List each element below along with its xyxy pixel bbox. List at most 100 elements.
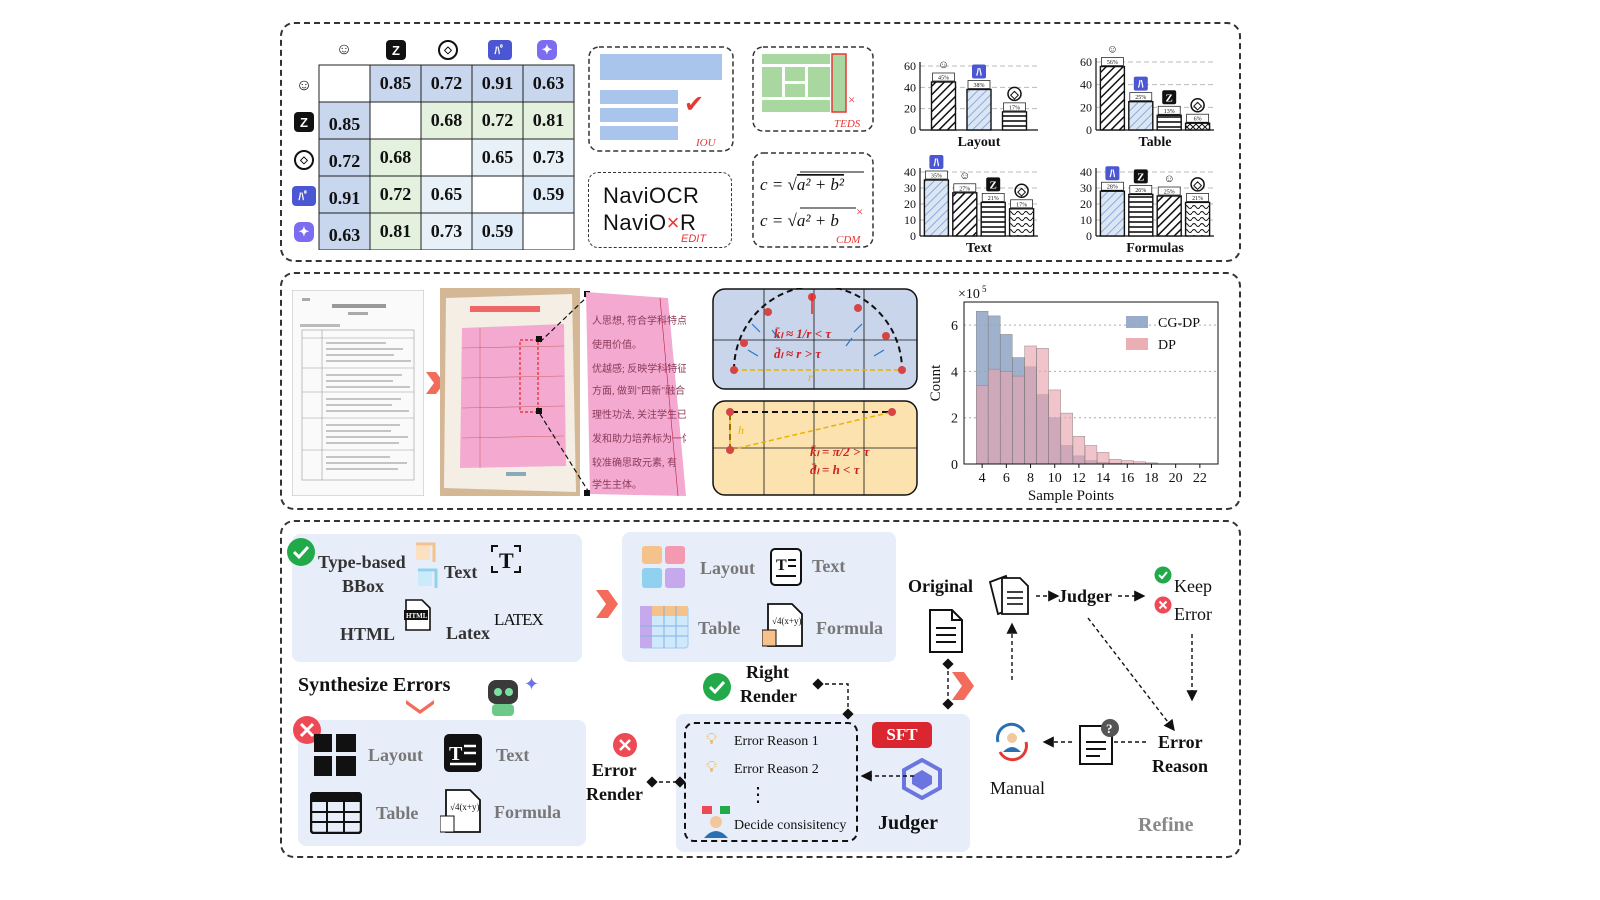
bar: [952, 192, 978, 237]
bar-data-label: 21%: [988, 196, 999, 202]
model-4-icon-glyph: ﾊ: [1137, 79, 1144, 91]
matrix-cell: [420, 212, 473, 250]
model-1-icon: ☺: [295, 77, 313, 94]
naviocr-wrong-b: R: [679, 210, 697, 235]
circle-formula-1: k̄ₗ ≈ 1/r < τ: [774, 326, 832, 341]
bar-label-box: [1129, 185, 1153, 194]
y-tick-label: 0: [910, 229, 916, 243]
model-z-icon: Z: [294, 112, 314, 132]
bar: [1128, 100, 1154, 131]
matrix-cell: [318, 64, 371, 103]
matrix-value: 0.68: [431, 110, 463, 130]
matrix-cell: [471, 212, 524, 250]
panel-dewarp: [280, 272, 1241, 510]
svg-text:T: T: [499, 548, 514, 573]
model-4-icon-glyph: ﾊ: [975, 66, 982, 78]
svg-text:✔: ✔: [684, 92, 704, 118]
matrix-cell: [471, 175, 524, 214]
rect-h-label: h: [738, 423, 744, 437]
doc-text-line: [326, 462, 407, 464]
y-tick-label: 0: [1086, 123, 1092, 137]
warped-photo-image: [440, 288, 580, 496]
matrix-value: 0.65: [431, 184, 463, 204]
bar-data-label: 26%: [1135, 188, 1146, 194]
text-black-icon: T: [444, 734, 482, 772]
model-1-icon: ☺: [335, 41, 353, 58]
bar-label-box: [1010, 199, 1033, 209]
pipeline-connectors: [646, 590, 1198, 788]
hist-bar: [988, 368, 1001, 465]
html-icon-text: HTML: [406, 612, 428, 620]
refine-label: Refine: [1138, 814, 1194, 836]
bar-data-label: 25%: [1135, 95, 1146, 101]
doc-text-line: [326, 398, 401, 400]
err-table-label: Table: [376, 803, 419, 823]
reason-dots: ⋮: [748, 784, 768, 806]
formula-black-icon: √4(x+y): [440, 789, 481, 833]
rect-formula-1: k̄ₗ = π/2 > τ: [810, 444, 871, 459]
x-tick-label: 22: [1193, 471, 1207, 486]
model-4-icon: [929, 155, 944, 169]
doc-text-line: [326, 442, 399, 444]
bar-label-box: [967, 80, 991, 89]
bar-label-box: [1129, 92, 1153, 102]
original-label: Original: [908, 576, 974, 596]
synthesize-errors-label: Synthesize Errors: [298, 674, 451, 696]
error-render-label-2: Render: [586, 784, 643, 804]
y-tick-label: 4: [951, 365, 958, 380]
html-file-icon: HTML: [404, 599, 431, 631]
model-3-icon-glyph: ◇: [1192, 100, 1202, 112]
error-x-icon: [1154, 596, 1172, 614]
svg-text:人思想, 符合学科特点: 人思想, 符合学科特点: [592, 314, 686, 327]
x-tick-label: 18: [1144, 471, 1158, 486]
matrix-value: 0.73: [533, 147, 565, 167]
svg-text:较准确思政元素, 有: 较准确思政元素, 有: [592, 456, 677, 469]
error-reason-label-2: Reason: [1152, 756, 1209, 776]
teds-label: TEDS: [834, 118, 861, 130]
bar-label-box: [1186, 113, 1209, 123]
sft-badge: SFT: [872, 722, 932, 748]
matrix-cell: [369, 212, 422, 250]
bbox-icon: [416, 542, 438, 588]
model-3-icon: [1014, 183, 1029, 199]
y-tick-label: 20: [904, 197, 916, 211]
matrix-value: 0.72: [380, 184, 412, 204]
bar: [1099, 65, 1126, 131]
bar-data-label: 17%: [1016, 202, 1027, 208]
doc-text-line: [326, 354, 394, 356]
y-exponent-power: 5: [982, 284, 987, 294]
matrix-cell: [471, 138, 524, 177]
chevron-right-icon: [596, 590, 618, 618]
bar-label-box: [1101, 57, 1124, 66]
table-black-icon: [310, 792, 362, 834]
cdm-label: CDM: [836, 234, 861, 246]
y-tick-label: 0: [1086, 229, 1092, 243]
error-render-label-1: Error: [592, 760, 637, 780]
svg-text:理性功法, 关注学生已有: 理性功法, 关注学生已有: [592, 408, 686, 421]
y-tick-label: 6: [951, 319, 958, 334]
model-5-icon: ✦: [537, 40, 557, 60]
doc-text-line: [326, 430, 391, 432]
matrix-cell: [420, 175, 473, 214]
doc-text-line: [326, 436, 408, 438]
keep-check-icon: [1154, 566, 1172, 584]
judger-label: Judger: [878, 812, 938, 834]
doc-text-line: [326, 424, 400, 426]
err-layout-label: Layout: [368, 745, 424, 765]
doc-text-line: [326, 342, 386, 344]
matrix-value: 0.81: [380, 221, 412, 241]
manual-person-icon: [996, 722, 1028, 762]
person-decide-icon: [702, 806, 730, 838]
svg-text:使用价值。: 使用价值。: [592, 338, 642, 351]
bar-label-box: [981, 193, 1005, 202]
bar-data-label: 13%: [1164, 109, 1175, 115]
model-3-icon: [1190, 177, 1205, 192]
doc-text-line: [326, 380, 393, 382]
doc-text-line: [326, 404, 392, 406]
hist-bar: [1096, 452, 1110, 465]
bar-data-label: 38%: [974, 83, 985, 89]
matrix-value: 0.85: [329, 114, 361, 134]
x-tick-label: 14: [1096, 471, 1110, 486]
